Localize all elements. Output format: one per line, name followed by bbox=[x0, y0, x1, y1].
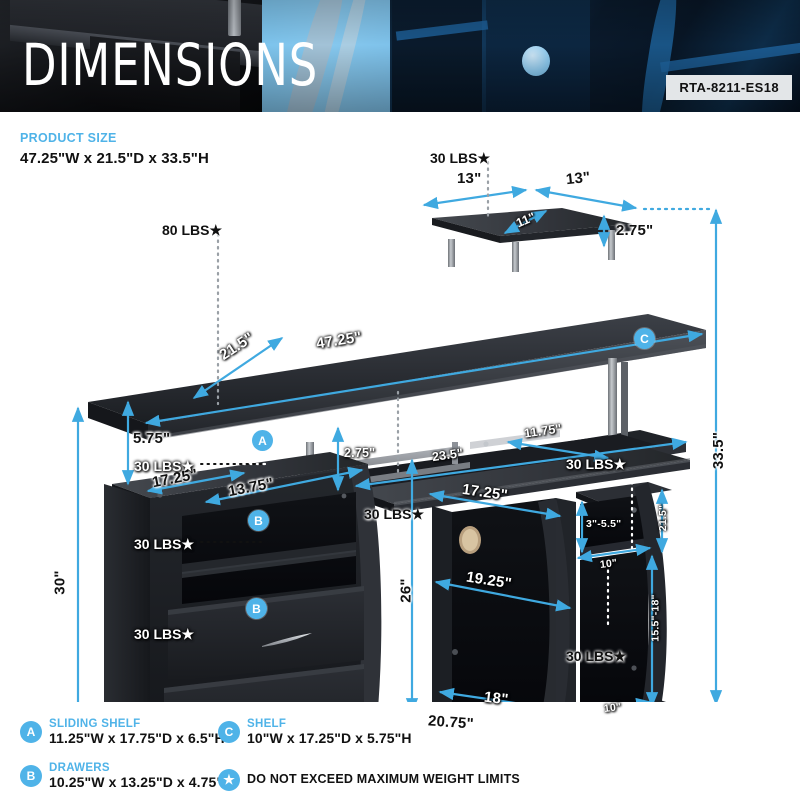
badge-b-drawer-bottom: B bbox=[246, 598, 267, 619]
legend-value-b: 10.25"W x 13.25"D x 4.75"H bbox=[49, 773, 234, 790]
weight-drawer-top-text: 30 LBS bbox=[134, 536, 182, 552]
legend-text-a: SLIDING SHELF 11.25"W x 17.75"D x 6.5"H bbox=[49, 718, 225, 747]
dimension-drawing: 13" 13" 11" 2.75" 21.5" 47.25" 5.75" 17.… bbox=[0, 112, 800, 733]
legend-title-c: SHELF bbox=[247, 718, 287, 730]
weight-asterisk-icon: ★ bbox=[181, 458, 195, 474]
banner-cable-grommet-icon bbox=[522, 46, 550, 76]
badge-c-shelf: C bbox=[634, 328, 655, 349]
page-title: DIMENSIONS bbox=[22, 31, 319, 99]
legend-text-c: SHELF 10"W x 17.25"D x 5.75"H bbox=[247, 718, 412, 747]
weight-asterisk-icon: ★ bbox=[613, 648, 627, 664]
weight-shelf-a-text: 30 LBS bbox=[134, 458, 182, 474]
weight-drawer-bottom-text: 30 LBS bbox=[134, 626, 182, 642]
weight-top-shelf: 30 LBS★ bbox=[430, 150, 490, 167]
weight-right-shelf-c-text: 30 LBS bbox=[566, 456, 614, 472]
weight-asterisk-icon: ★ bbox=[411, 506, 425, 522]
legend-item-shelf: C SHELF 10"W x 17.25"D x 5.75"H bbox=[218, 718, 412, 747]
legend-badge-star-icon: ★ bbox=[218, 769, 240, 791]
banner-photo bbox=[0, 0, 800, 112]
dim-top-shelf-left-width: 13" bbox=[457, 170, 482, 187]
badge-a-sliding-shelf: A bbox=[252, 430, 273, 451]
weight-drawer-top: 30 LBS★ bbox=[134, 536, 194, 553]
banner-support-pole bbox=[228, 0, 241, 36]
weight-cpu-bay-text: 30 LBS bbox=[566, 648, 614, 664]
weight-drawer-bottom: 30 LBS★ bbox=[134, 626, 194, 643]
weight-asterisk-icon: ★ bbox=[477, 150, 491, 166]
weight-keyboard-tray: 30 LBS★ bbox=[364, 506, 424, 523]
legend-note-text: DO NOT EXCEED MAXIMUM WEIGHT LIMITS bbox=[247, 772, 520, 786]
dim-right-side-depth: 21.5" bbox=[657, 504, 670, 532]
weight-top-shelf-text: 30 LBS bbox=[430, 150, 478, 166]
legend-text-note: DO NOT EXCEED MAXIMUM WEIGHT LIMITS bbox=[247, 766, 520, 786]
weight-asterisk-icon: ★ bbox=[181, 626, 195, 642]
legend-badge-c: C bbox=[218, 721, 240, 743]
weight-shelf-a: 30 LBS★ bbox=[134, 458, 194, 475]
weight-asterisk-icon: ★ bbox=[181, 536, 195, 552]
dim-overall-height: 33.5" bbox=[710, 431, 728, 470]
weight-desktop: 80 LBS★ bbox=[162, 222, 222, 239]
legend-item-drawers: B DRAWERS 10.25"W x 13.25"D x 4.75"H bbox=[20, 762, 233, 791]
legend-value-a: 11.25"W x 17.75"D x 6.5"H bbox=[49, 729, 225, 746]
product-size-label: PRODUCT SIZE bbox=[20, 131, 117, 145]
header-banner: DIMENSIONS RTA-8211-ES18 bbox=[0, 0, 800, 112]
weight-right-shelf-c: 30 LBS★ bbox=[566, 456, 626, 473]
dimension-lines bbox=[71, 160, 723, 702]
badge-b-drawer-top: B bbox=[248, 510, 269, 531]
dim-left-pedestal-height: 30" bbox=[51, 570, 69, 595]
dim-left-clearance: 5.75" bbox=[133, 430, 171, 447]
weight-asterisk-icon: ★ bbox=[209, 222, 223, 238]
legend: A SLIDING SHELF 11.25"W x 17.75"D x 6.5"… bbox=[0, 706, 800, 800]
weight-desktop-text: 80 LBS bbox=[162, 222, 210, 238]
legend-title-a: SLIDING SHELF bbox=[49, 718, 141, 730]
product-size-value: 47.25"W x 21.5"D x 33.5"H bbox=[20, 150, 209, 167]
product-code-badge: RTA-8211-ES18 bbox=[666, 75, 792, 100]
legend-badge-b: B bbox=[20, 765, 42, 787]
legend-text-b: DRAWERS 10.25"W x 13.25"D x 4.75"H bbox=[49, 762, 233, 791]
dim-right-shelf-height: 3"-5.5" bbox=[586, 518, 622, 530]
banner-side-panel-a bbox=[392, 0, 482, 112]
legend-title-b: DRAWERS bbox=[49, 762, 110, 774]
dim-right-shelf-width: 10" bbox=[599, 556, 618, 572]
dim-tray-drop: 2.75" bbox=[344, 446, 376, 460]
legend-value-c: 10"W x 17.25"D x 5.75"H bbox=[247, 729, 412, 746]
dim-top-shelf-right-width: 13" bbox=[565, 168, 592, 189]
legend-badge-a: A bbox=[20, 721, 42, 743]
weight-cpu-bay: 30 LBS★ bbox=[566, 648, 626, 665]
weight-keyboard-tray-text: 30 LBS bbox=[364, 506, 412, 522]
weight-asterisk-icon: ★ bbox=[613, 456, 627, 472]
dim-top-shelf-height: 2.75" bbox=[616, 222, 654, 239]
dim-right-bay-height: 15.5"-18" bbox=[649, 594, 662, 642]
dim-cpu-bay-height: 26" bbox=[397, 578, 415, 603]
legend-item-sliding-shelf: A SLIDING SHELF 11.25"W x 17.75"D x 6.5"… bbox=[20, 718, 225, 747]
legend-item-note: ★ DO NOT EXCEED MAXIMUM WEIGHT LIMITS bbox=[218, 766, 520, 791]
